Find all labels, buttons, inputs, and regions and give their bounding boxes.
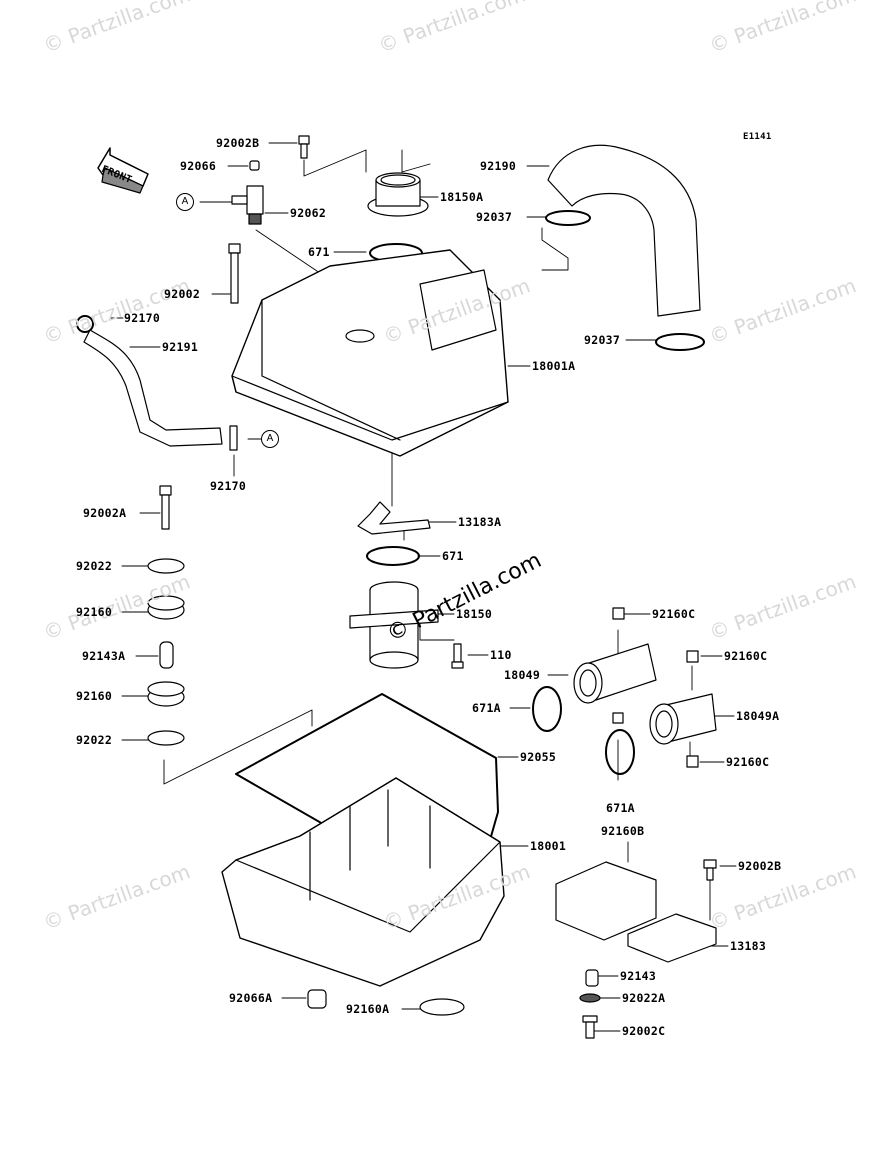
label-671A-bot: 671A <box>606 801 635 815</box>
label-92143A: 92143A <box>82 649 126 663</box>
duct-18049A <box>649 693 717 745</box>
clamp-92170-bot <box>229 425 238 451</box>
label-92170-bot: 92170 <box>210 479 247 493</box>
bracket-13183A <box>357 501 431 535</box>
washer-92022-bot <box>147 730 185 746</box>
label-92190: 92190 <box>480 159 517 173</box>
cap-92066 <box>249 160 260 171</box>
callout-a-bot: A <box>261 430 279 448</box>
diagram-code: E1141 <box>743 132 772 142</box>
label-18150A: 18150A <box>440 190 484 204</box>
label-92037-top: 92037 <box>476 210 513 224</box>
label-18049: 18049 <box>504 668 541 682</box>
label-92002A: 92002A <box>83 506 127 520</box>
bolt-92002B-top <box>298 135 310 159</box>
label-110: 110 <box>490 648 512 662</box>
bolt-92002B-right <box>703 859 717 881</box>
bolt-92002 <box>228 243 241 304</box>
fitting-92062 <box>231 185 264 225</box>
oring-671A-left <box>532 686 562 732</box>
label-92160C-3: 92160C <box>726 755 770 769</box>
label-92002: 92002 <box>164 287 201 301</box>
label-13183A: 13183A <box>458 515 502 529</box>
label-92002B-top: 92002B <box>216 136 260 150</box>
label-92055: 92055 <box>520 750 557 764</box>
label-92002C: 92002C <box>622 1024 666 1038</box>
grommet-92160A <box>419 998 465 1016</box>
airbox-lower-18001 <box>221 777 505 987</box>
label-671A-left: 671A <box>472 701 501 715</box>
collar-92143A <box>159 641 174 669</box>
clip-92160C-3 <box>686 755 699 768</box>
hose-92190 <box>547 144 701 317</box>
label-92066: 92066 <box>180 159 217 173</box>
oring-671A-bot <box>605 729 635 775</box>
bracket-13183 <box>627 913 717 963</box>
clamp-92037-top <box>545 210 591 226</box>
label-18049A: 18049A <box>736 709 780 723</box>
collar-92143 <box>585 969 599 987</box>
front-arrow-icon <box>97 147 149 194</box>
duct-18049 <box>573 643 657 704</box>
washer-92022-top <box>147 558 185 574</box>
label-92191: 92191 <box>162 340 199 354</box>
label-92062: 92062 <box>290 206 327 220</box>
callout-a-top: A <box>176 193 194 211</box>
bolt-92002A <box>159 485 172 530</box>
label-18150: 18150 <box>456 607 493 621</box>
clamp-92037-mid <box>655 333 705 351</box>
label-92022A: 92022A <box>622 991 666 1005</box>
clamp-92170-top <box>76 315 94 333</box>
duct-18150 <box>349 581 439 669</box>
hose-92191 <box>83 329 223 447</box>
label-18001A: 18001A <box>532 359 576 373</box>
grommet-92160-mid <box>147 681 185 707</box>
label-671-mid: 671 <box>442 549 464 563</box>
label-18001: 18001 <box>530 839 567 853</box>
label-92002B-right: 92002B <box>738 859 782 873</box>
clip-92160C-2 <box>686 650 699 663</box>
cap-92066A <box>307 989 327 1009</box>
block-92160B <box>555 861 657 941</box>
oring-671-mid <box>366 546 420 566</box>
bolt-110 <box>451 643 464 669</box>
airbox-upper-18001A <box>231 249 509 457</box>
label-92160B: 92160B <box>601 824 645 838</box>
grommet-92160-top <box>147 595 185 620</box>
label-671-top: 671 <box>308 245 330 259</box>
neck-18150A <box>367 172 429 217</box>
clip-92160C-4 <box>612 712 624 724</box>
bolt-92002C <box>582 1015 598 1039</box>
label-92160A: 92160A <box>346 1002 390 1016</box>
label-92160C-1: 92160C <box>652 607 696 621</box>
label-92143: 92143 <box>620 969 657 983</box>
label-92160C-2: 92160C <box>724 649 768 663</box>
label-92037-mid: 92037 <box>584 333 621 347</box>
label-92170-top: 92170 <box>124 311 161 325</box>
label-92160-top: 92160 <box>76 605 113 619</box>
clip-92160C-1 <box>612 607 625 620</box>
label-13183: 13183 <box>730 939 767 953</box>
label-92022-bot: 92022 <box>76 733 113 747</box>
label-92066A: 92066A <box>229 991 273 1005</box>
label-92160-mid: 92160 <box>76 689 113 703</box>
label-92022-top: 92022 <box>76 559 113 573</box>
washer-92022A <box>579 993 601 1003</box>
